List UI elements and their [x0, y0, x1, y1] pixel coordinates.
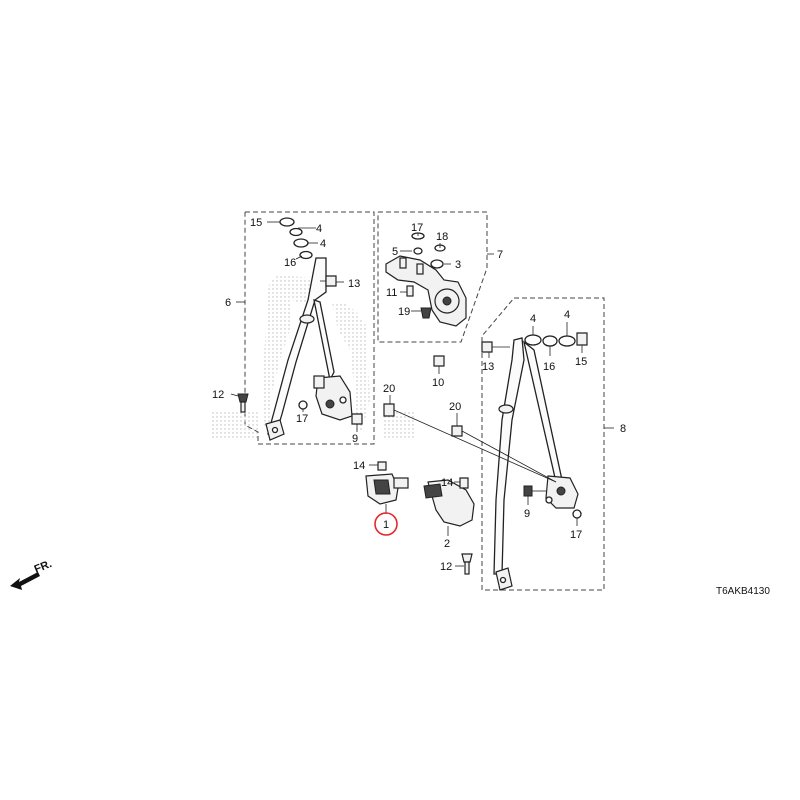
- left-hardware: [237, 217, 395, 425]
- leader-lines: [230, 221, 614, 567]
- callout-14: 14: [353, 460, 365, 472]
- callout-1: 1: [383, 519, 389, 531]
- front-arrow-icon: [10, 572, 40, 590]
- callout-13: 13: [348, 278, 360, 290]
- figure-code: T6AKB4130: [716, 586, 770, 597]
- callout-4: 4: [320, 238, 326, 250]
- front-direction-indicator: FR.: [10, 558, 54, 590]
- frame-center-retractor: [377, 211, 488, 343]
- callout-4: 4: [564, 309, 570, 321]
- frame-right-assembly: [481, 297, 605, 591]
- callout-17: 17: [296, 413, 308, 425]
- right-anchor-plate: [495, 567, 513, 591]
- callout-6: 6: [225, 297, 231, 309]
- highlight-circle-part-1: [374, 512, 398, 536]
- front-direction-label: FR.: [33, 558, 54, 576]
- callout-12: 12: [440, 561, 452, 573]
- callout-17: 17: [570, 529, 582, 541]
- right-hardware: [451, 332, 588, 519]
- right-seat-belt-webbing: [493, 337, 563, 575]
- left-anchor-plate: [265, 419, 285, 441]
- callout-9: 9: [524, 508, 530, 520]
- callout-18: 18: [436, 231, 448, 243]
- buckle-part-1: [365, 461, 409, 505]
- callout-8: 8: [620, 423, 626, 435]
- callout-20: 20: [449, 401, 461, 413]
- callout-16: 16: [284, 257, 296, 269]
- callout-10: 10: [432, 377, 444, 389]
- callout-4: 4: [530, 313, 536, 325]
- left-retractor-assembly: [313, 375, 353, 421]
- callout-7: 7: [497, 249, 503, 261]
- callout-5: 5: [392, 246, 398, 258]
- callout-4: 4: [316, 223, 322, 235]
- callout-3: 3: [455, 259, 461, 271]
- buckle-part-2: [423, 477, 475, 575]
- callout-16: 16: [543, 361, 555, 373]
- callout-2: 2: [444, 538, 450, 550]
- frame-left-assembly: [244, 211, 375, 445]
- callout-17: 17: [411, 222, 423, 234]
- right-retractor-assembly: [545, 475, 579, 509]
- callout-13: 13: [482, 361, 494, 373]
- callout-20: 20: [383, 383, 395, 395]
- callout-15: 15: [575, 356, 587, 368]
- callout-19: 19: [398, 306, 410, 318]
- center-retractor-assembly: [385, 232, 467, 367]
- left-seat-background: [212, 275, 414, 438]
- callout-labels: 15 4 4 16 13 6 12 17 20 9 17 18 5 3 7 11…: [212, 217, 626, 573]
- callout-9: 9: [352, 433, 358, 445]
- callout-15: 15: [250, 217, 262, 229]
- callout-11: 11: [386, 287, 397, 299]
- callout-14: 14: [441, 477, 453, 489]
- callout-12: 12: [212, 389, 224, 401]
